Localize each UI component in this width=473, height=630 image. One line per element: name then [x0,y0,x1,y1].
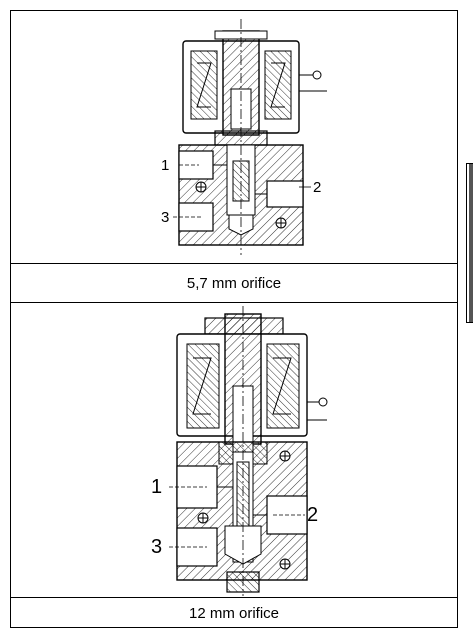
port-label-1: 1 [151,476,162,498]
port-label-2: 2 [307,504,318,526]
valve-diagram-large: 1 2 3 [11,302,457,597]
valve-section-large-svg: 1 2 3 [151,306,328,596]
valve-section-small-svg: 1 2 3 [161,19,327,255]
caption-large-orifice: 12 mm orifice [11,597,457,628]
port-label-3: 3 [151,536,162,558]
page-edge-tab [466,163,473,323]
caption-small-orifice: 5,7 mm orifice [11,263,457,303]
port-label-3: 3 [161,209,169,226]
port-label-2: 2 [313,179,321,196]
valve-diagram-small: 1 2 3 [11,11,457,263]
figure-frame: 1 2 3 5,7 mm orifice [10,10,458,628]
port-label-1: 1 [161,157,169,174]
